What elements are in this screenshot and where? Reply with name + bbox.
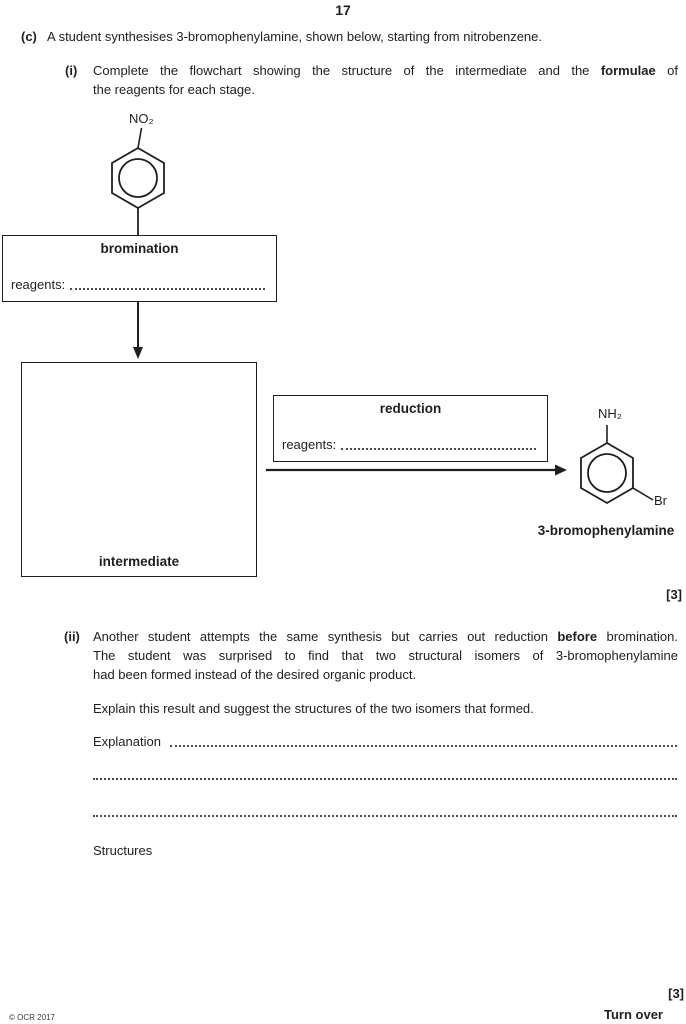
flow-arrow-right — [266, 464, 567, 476]
part-ii-line1-bold: before — [557, 629, 598, 644]
explanation-blank-2[interactable] — [93, 765, 677, 780]
bromination-reagents-row: reagents: — [11, 277, 265, 292]
intermediate-answer-box[interactable]: intermediate — [21, 362, 257, 577]
reduction-reagents-blank[interactable] — [341, 437, 536, 450]
part-i-marks: [3] — [666, 587, 682, 602]
part-i-line-2: the reagents for each stage. — [93, 82, 255, 97]
amine-group-label: NH₂ — [598, 406, 622, 421]
part-i-line-1: Complete the flowchart showing the struc… — [93, 61, 678, 80]
flowchart-svg — [111, 127, 654, 505]
part-i-text: Complete the flowchart showing the struc… — [93, 61, 678, 99]
part-ii-line-2: The student was surprised to find that t… — [93, 648, 678, 663]
question-c-text: A student synthesises 3-bromophenylamine… — [47, 29, 542, 44]
reduction-title: reduction — [379, 401, 442, 416]
part-ii-line-3: had been formed instead of the desired o… — [93, 667, 417, 682]
explanation-label: Explanation — [93, 734, 161, 749]
page-number: 17 — [335, 2, 351, 18]
bromination-reagents-label: reagents: — [11, 277, 66, 292]
part-i-line1-post: of — [655, 63, 678, 78]
intermediate-label: intermediate — [98, 554, 180, 569]
explanation-row: Explanation — [93, 734, 677, 749]
question-c-label: (c) — [21, 29, 37, 44]
part-ii-line-1: Another student attempts the same synthe… — [93, 627, 678, 646]
explanation-blank-3[interactable] — [93, 802, 677, 817]
br-bond — [632, 487, 654, 501]
bromination-reagents-blank[interactable] — [70, 277, 265, 290]
benzene-ring-circle — [118, 158, 158, 198]
part-ii-prompt: Explain this result and suggest the stru… — [93, 701, 534, 716]
reduction-box: reduction reagents: — [273, 395, 548, 462]
part-i-line1-pre: Complete the flowchart showing the struc… — [93, 63, 601, 78]
part-ii-line1-post: bromination. — [597, 629, 678, 644]
nitrobenzene-structure — [111, 127, 165, 210]
part-ii-label: (ii) — [64, 629, 80, 644]
bromo-group-label: Br — [654, 493, 667, 508]
bromophenylamine-structure — [580, 425, 654, 505]
part-ii-line1-pre: Another student attempts the same synthe… — [93, 629, 558, 644]
bromination-title: bromination — [100, 241, 179, 256]
flow-arrow-down — [133, 302, 143, 359]
turn-over-label: Turn over — [604, 1007, 663, 1022]
bromination-box: bromination reagents: — [2, 235, 277, 302]
part-ii-marks: [3] — [668, 986, 684, 1001]
no2-bond — [137, 127, 143, 149]
structures-answer-area[interactable] — [93, 860, 677, 975]
part-ii-text: Another student attempts the same synthe… — [93, 627, 678, 684]
explanation-blank-1[interactable] — [169, 734, 677, 747]
reduction-reagents-row: reagents: — [282, 437, 536, 452]
part-i-line1-bold: formulae — [600, 63, 656, 78]
product-name: 3-bromophenylamine — [537, 523, 675, 538]
copyright-notice: © OCR 2017 — [9, 1013, 55, 1022]
reduction-reagents-label: reagents: — [282, 437, 337, 452]
benzene-ring-hexagon — [580, 441, 634, 505]
structures-label: Structures — [93, 843, 153, 858]
part-i-label: (i) — [65, 63, 78, 78]
benzene-ring-circle — [587, 453, 627, 493]
nitro-group-label: NO₂ — [129, 111, 154, 126]
